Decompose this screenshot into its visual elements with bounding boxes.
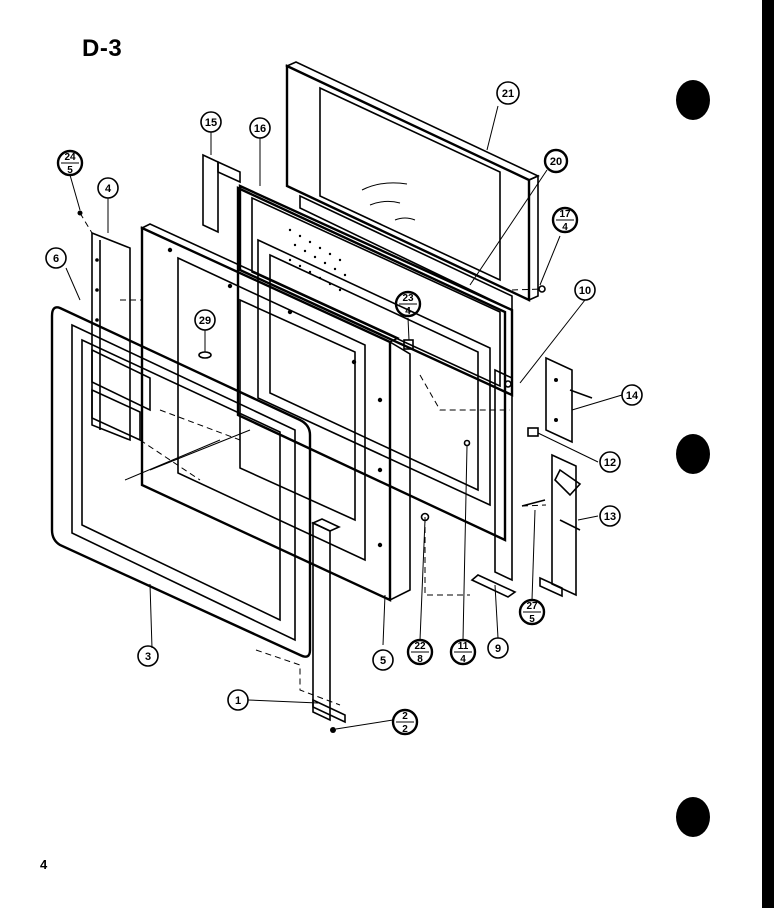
part-3-front-trim <box>50 306 312 658</box>
callout-21-label: 21 <box>502 88 514 100</box>
callout-17-4: 17 4 <box>551 206 579 234</box>
callout-17-bottom: 4 <box>562 222 568 233</box>
callout-15: 15 <box>200 111 222 133</box>
callout-6-label: 6 <box>53 253 59 265</box>
callout-9-label: 9 <box>495 643 501 655</box>
callout-2-bottom: 2 <box>402 724 408 735</box>
binder-hole-bottom <box>676 797 710 837</box>
callout-10: 10 <box>574 279 596 301</box>
part-10-screw <box>504 380 512 388</box>
callout-3: 3 <box>137 645 159 667</box>
callout-24-5: 24 5 <box>56 149 84 177</box>
binder-hole-top <box>676 80 710 120</box>
callout-4: 4 <box>97 177 119 199</box>
assembly-dashed-lines <box>79 212 547 706</box>
callout-9: 9 <box>487 637 509 659</box>
callout-13-label: 13 <box>604 511 616 523</box>
callout-12-label: 12 <box>604 457 616 469</box>
part-11-screw <box>463 439 471 447</box>
part-12-small-clip <box>527 427 539 437</box>
part-29-screw <box>198 351 212 359</box>
callout-20-label: 20 <box>550 156 562 168</box>
callout-27-bottom: 5 <box>529 614 535 625</box>
part-9-latch-plate <box>470 368 517 598</box>
callout-2-2: 2 2 <box>391 708 419 736</box>
binder-hole-middle <box>676 434 710 474</box>
part-14-latch-bracket <box>545 356 593 444</box>
callout-16: 16 <box>249 117 271 139</box>
callout-12: 12 <box>599 451 621 473</box>
callout-10-label: 10 <box>579 285 591 297</box>
part-2-screw <box>330 727 336 733</box>
part-5-door-body <box>140 223 411 602</box>
callout-17-top: 17 <box>559 209 571 220</box>
callout-23-top: 23 <box>402 293 414 304</box>
part-4-hinge-strip <box>91 198 131 442</box>
callout-23-bottom: 4 <box>405 306 411 317</box>
diagram-title: D-3 <box>82 35 123 62</box>
callout-5-label: 5 <box>380 655 386 667</box>
callout-16-label: 16 <box>254 123 266 135</box>
scan-edge-border <box>762 0 774 908</box>
part-1-vertical-bar <box>311 518 346 724</box>
callout-24-top: 24 <box>64 152 76 163</box>
callout-22-8: 22 8 <box>406 638 434 666</box>
part-27-pin <box>521 499 546 507</box>
callout-29-label: 29 <box>199 315 211 327</box>
callout-11-4: 11 4 <box>449 638 477 666</box>
callout-2-top: 2 <box>402 711 408 722</box>
callout-14: 14 <box>621 384 643 406</box>
callout-22-bottom: 8 <box>417 654 423 665</box>
callout-1-label: 1 <box>235 695 241 707</box>
callout-29: 29 <box>194 309 216 331</box>
callout-6: 6 <box>45 247 67 269</box>
page-number: 4 <box>40 857 48 872</box>
part-15-bracket <box>202 132 241 234</box>
callout-11-top: 11 <box>458 641 469 652</box>
callout-21: 21 <box>496 81 520 105</box>
callout-22-top: 22 <box>414 641 426 652</box>
callout-14-label: 14 <box>626 390 639 402</box>
callout-27-top: 27 <box>526 601 538 612</box>
callout-3-label: 3 <box>145 651 151 663</box>
callout-5: 5 <box>372 649 394 671</box>
part-21-outer-panel <box>285 61 540 302</box>
callout-20: 20 <box>543 148 569 174</box>
callout-4-label: 4 <box>105 183 112 195</box>
callout-1: 1 <box>227 689 249 711</box>
callout-11-bottom: 4 <box>460 654 466 665</box>
part-17-screw <box>538 285 546 293</box>
part-16-inner-frame <box>236 186 507 542</box>
callout-leaders <box>65 105 623 730</box>
callout-15-label: 15 <box>205 117 217 129</box>
callout-23-4: 23 4 <box>394 290 422 318</box>
callout-27-5: 27 5 <box>518 598 546 626</box>
part-13-latch-body <box>539 453 582 598</box>
callout-24-bottom: 5 <box>67 165 73 176</box>
callout-13: 13 <box>599 505 621 527</box>
